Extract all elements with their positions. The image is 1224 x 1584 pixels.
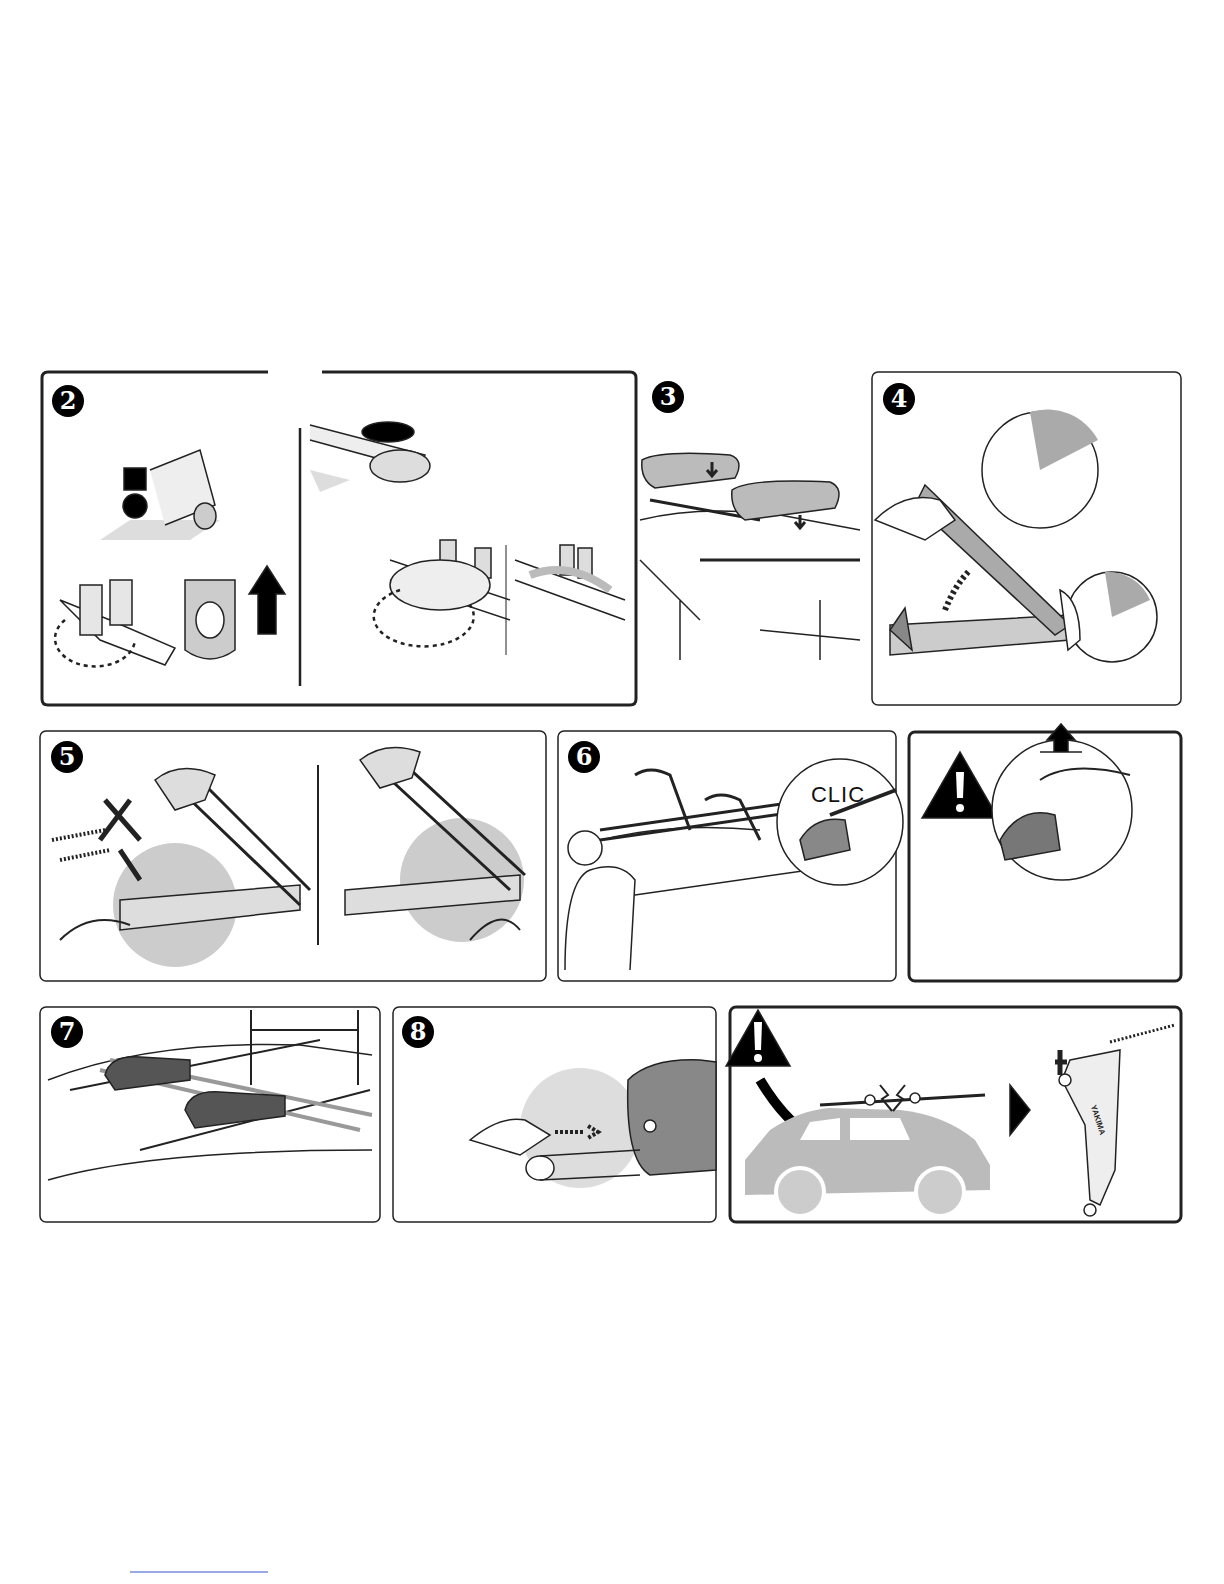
clamp-fitting [55,422,625,686]
step-number: 4 [883,383,915,415]
bolt-install [52,748,525,968]
step-number: 8 [402,1016,434,1048]
link-underline [130,1572,268,1573]
step-number: 6 [568,741,600,773]
step-number: 2 [52,385,84,417]
rack-placement [640,453,860,660]
lock-key [470,1060,716,1188]
step-number: 3 [652,381,684,413]
ski-loading [565,724,1132,970]
step-number: 7 [51,1016,83,1048]
click-sound-label: CLIC [811,782,865,808]
panel-frames [40,372,1181,1222]
skis-on-rack [48,1010,372,1180]
height-warning [726,1010,1175,1216]
rack-open [875,409,1157,662]
step-number: 5 [51,741,83,773]
